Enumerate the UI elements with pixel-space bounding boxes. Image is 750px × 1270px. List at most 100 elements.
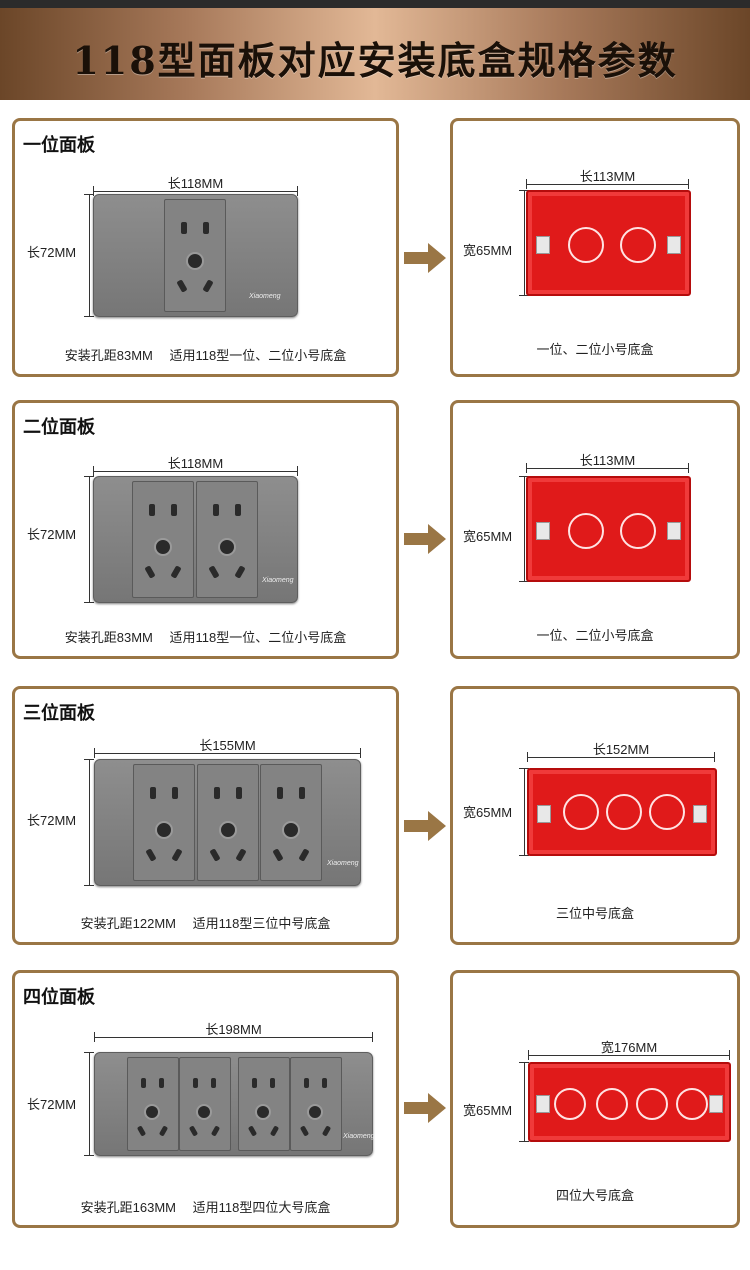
box-width-dimension: 宽176MM — [528, 1040, 730, 1060]
title-banner: 118型面板对应安装底盒规格参数 — [0, 8, 750, 100]
socket-pin-icon — [141, 1078, 146, 1088]
socket-pin-icon — [247, 1125, 258, 1137]
ground-hole-icon — [186, 252, 204, 270]
arrow-right-icon — [404, 524, 446, 554]
mounting-ear — [536, 522, 550, 540]
ground-hole-icon — [154, 538, 172, 556]
panel-width-dimension: 长155MM — [94, 738, 361, 758]
panel-title: 四位面板 — [23, 987, 95, 1008]
knockout-hole — [606, 794, 642, 830]
socket-pin-icon — [298, 848, 310, 862]
socket-pin-icon — [136, 1125, 147, 1137]
wall-box — [528, 1062, 731, 1142]
mounting-ear — [536, 236, 550, 254]
socket-module — [179, 1057, 231, 1151]
socket-pin-icon — [170, 565, 182, 579]
panel-title: 一位面板 — [23, 135, 95, 156]
box-height-label: 宽65MM — [463, 529, 513, 544]
wall-box — [526, 190, 691, 296]
knockout-hole — [620, 227, 656, 263]
socket-panel: Xiaomeng — [94, 759, 361, 886]
knockout-hole — [596, 1088, 628, 1120]
box-width-dimension: 长152MM — [527, 742, 715, 762]
panel-card-1: 一位面板 长118MM 长72MM Xiaomeng 安装孔距83MM 适用11… — [12, 118, 399, 377]
panel-height-dimension — [81, 1052, 94, 1156]
knockout-hole — [620, 513, 656, 549]
panel-note: 安装孔距83MM 适用118型一位、二位小号底盒 — [64, 348, 347, 363]
ground-hole-icon — [144, 1104, 160, 1120]
box-card-4: 宽176MM 宽65MM 四位大号底盒 — [450, 970, 740, 1228]
socket-module — [238, 1057, 290, 1151]
socket-pin-icon — [322, 1078, 327, 1088]
panel-width-label: 长198MM — [205, 1022, 262, 1037]
box-note: 一位、二位小号底盒 — [536, 628, 654, 643]
box-width-dimension: 长113MM — [526, 453, 689, 473]
socket-pin-icon — [211, 1078, 216, 1088]
socket-module — [290, 1057, 342, 1151]
socket-module — [133, 764, 195, 881]
socket-module — [197, 764, 259, 881]
box-height-dimension — [516, 768, 529, 856]
wall-box — [526, 476, 691, 582]
socket-pin-icon — [321, 1125, 332, 1137]
socket-pin-icon — [299, 1125, 310, 1137]
socket-module — [196, 481, 258, 598]
panel-title: 三位面板 — [23, 703, 95, 724]
mounting-ear — [667, 236, 681, 254]
ground-hole-icon — [218, 538, 236, 556]
panel-card-2: 二位面板 长118MM 长72MM Xiaomeng 安装孔距83MM 适用11… — [12, 400, 399, 659]
knockout-hole — [636, 1088, 668, 1120]
arrow-right-icon — [404, 811, 446, 841]
panel-note: 安装孔距122MM 适用118型三位中号底盒 — [80, 916, 331, 931]
box-width-dimension: 长113MM — [526, 169, 689, 189]
arrow-right-icon — [404, 243, 446, 273]
box-height-dimension — [516, 190, 529, 296]
socket-panel: Xiaomeng — [93, 194, 298, 317]
socket-module — [127, 1057, 179, 1151]
socket-pin-icon — [172, 787, 178, 799]
box-card-1: 长113MM 宽65MM 一位、二位小号底盒 — [450, 118, 740, 377]
brand-logo: Xiaomeng — [249, 293, 281, 300]
box-note: 三位中号底盒 — [555, 906, 634, 921]
socket-pin-icon — [171, 504, 177, 516]
knockout-hole — [568, 513, 604, 549]
socket-pin-icon — [144, 565, 156, 579]
socket-pin-icon — [208, 565, 220, 579]
socket-pin-icon — [272, 848, 284, 862]
box-height-label: 宽65MM — [463, 1103, 513, 1118]
panel-card-3: 三位面板 长155MM 长72MM Xiaomeng 安装孔距122MM — [12, 686, 399, 945]
knockout-hole — [568, 227, 604, 263]
socket-pin-icon — [304, 1078, 309, 1088]
box-width-label: 长113MM — [579, 169, 636, 184]
wall-box — [527, 768, 717, 856]
panel-height-dimension — [81, 476, 94, 603]
socket-pin-icon — [193, 1078, 198, 1088]
knockout-hole — [676, 1088, 708, 1120]
panel-width-label: 长118MM — [167, 456, 224, 471]
box-note: 一位、二位小号底盒 — [536, 342, 654, 357]
box-height-label: 宽65MM — [463, 243, 513, 258]
box-width-label: 长152MM — [592, 742, 650, 757]
socket-pin-icon — [150, 787, 156, 799]
socket-pin-icon — [202, 279, 214, 293]
socket-pin-icon — [269, 1125, 280, 1137]
ground-hole-icon — [219, 821, 237, 839]
panel-width-label: 长155MM — [199, 738, 256, 753]
box-card-3: 长152MM 宽65MM 三位中号底盒 — [450, 686, 740, 945]
knockout-hole — [554, 1088, 586, 1120]
panel-width-dimension: 长198MM — [94, 1022, 373, 1042]
panel-note: 安装孔距163MM 适用118型四位大号底盒 — [80, 1200, 331, 1215]
box-height-dimension — [516, 1062, 529, 1142]
socket-pin-icon — [236, 787, 242, 799]
socket-pin-icon — [209, 848, 221, 862]
box-note: 四位大号底盒 — [555, 1188, 634, 1203]
socket-module — [164, 199, 226, 312]
socket-pin-icon — [213, 504, 219, 516]
socket-pin-icon — [210, 1125, 221, 1137]
mounting-ear — [667, 522, 681, 540]
socket-panel: Xiaomeng — [93, 476, 298, 603]
socket-module — [260, 764, 322, 881]
socket-pin-icon — [145, 848, 157, 862]
socket-pin-icon — [171, 848, 183, 862]
panel-height-label: 长72MM — [27, 1097, 77, 1112]
